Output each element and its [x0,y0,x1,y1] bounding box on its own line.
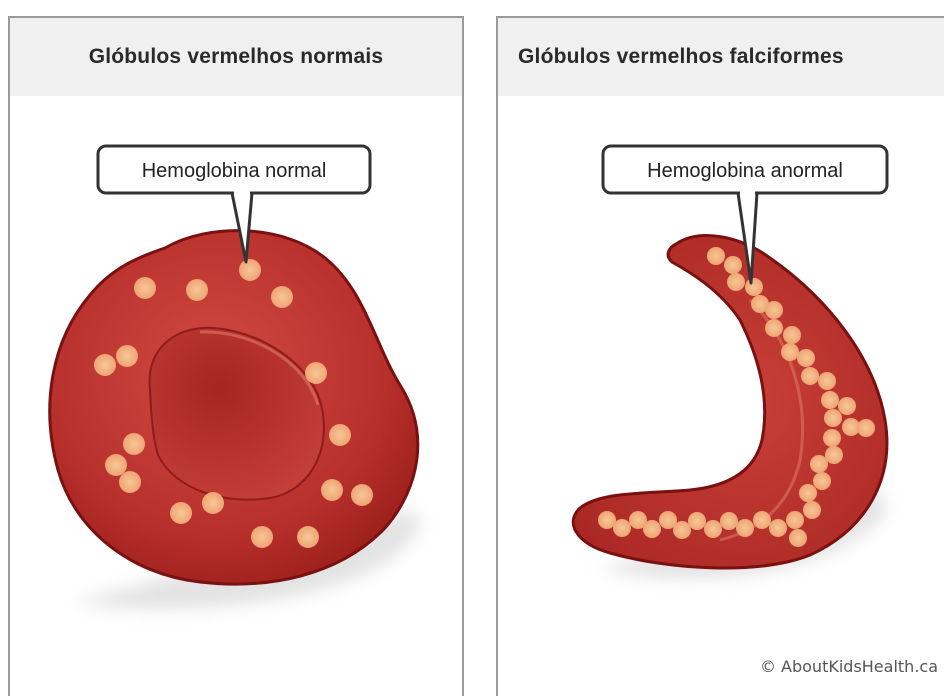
hemoglobin-dot [838,397,856,415]
hemoglobin-dot [134,277,156,299]
hemoglobin-dot [799,484,817,502]
hemoglobin-dot [321,479,343,501]
hemoglobin-dot [765,301,783,319]
hemoglobin-dot [727,273,745,291]
hemoglobin-dot [818,372,836,390]
hemoglobin-dot [789,529,807,547]
hemoglobin-dot [704,520,722,538]
hemoglobin-dot [813,472,831,490]
hemoglobin-dot [305,362,327,384]
hemoglobin-dot [119,471,141,493]
hemoglobin-dot [824,409,842,427]
abnormal-callout-label: Hemoglobina anormal [647,160,843,182]
hemoglobin-dot [351,484,373,506]
hemoglobin-dot [823,429,841,447]
hemoglobin-dot [801,367,819,385]
hemoglobin-dot [720,512,738,530]
copyright-notice: © AboutKidsHealth.ca [760,657,938,676]
hemoglobin-dot [170,502,192,524]
hemoglobin-dot [629,511,647,529]
hemoglobin-dot [786,511,804,529]
hemoglobin-dot [105,454,127,476]
hemoglobin-dot [810,455,828,473]
hemoglobin-dot [659,511,677,529]
hemoglobin-dot [821,391,839,409]
cell-illustration: Hemoglobina normal [0,0,944,680]
hemoglobin-dot [769,519,787,537]
hemoglobin-dot [202,492,224,514]
hemoglobin-dot [239,259,261,281]
normal-red-blood-cell [50,231,420,609]
hemoglobin-dot [783,326,801,344]
hemoglobin-dot [123,433,145,455]
hemoglobin-dot [94,354,116,376]
hemoglobin-dot [707,247,725,265]
hemoglobin-dot [736,519,754,537]
hemoglobin-dot [745,278,763,296]
hemoglobin-dot [116,345,138,367]
hemoglobin-dot [825,446,843,464]
hemoglobin-dot [688,512,706,530]
hemoglobin-dot [781,343,799,361]
hemoglobin-dot [329,424,351,446]
hemoglobin-dot [186,279,208,301]
hemoglobin-dot [251,526,273,548]
hemoglobin-dot [598,511,616,529]
hemoglobin-dot [797,349,815,367]
hemoglobin-dot [857,419,875,437]
hemoglobin-dot [297,526,319,548]
hemoglobin-dot [803,501,821,519]
hemoglobin-dot [724,256,742,274]
hemoglobin-dot [765,319,783,337]
hemoglobin-dot [271,286,293,308]
hemoglobin-dot [753,511,771,529]
sickle-red-blood-cell [573,236,887,579]
normal-callout-label: Hemoglobina normal [142,160,327,182]
